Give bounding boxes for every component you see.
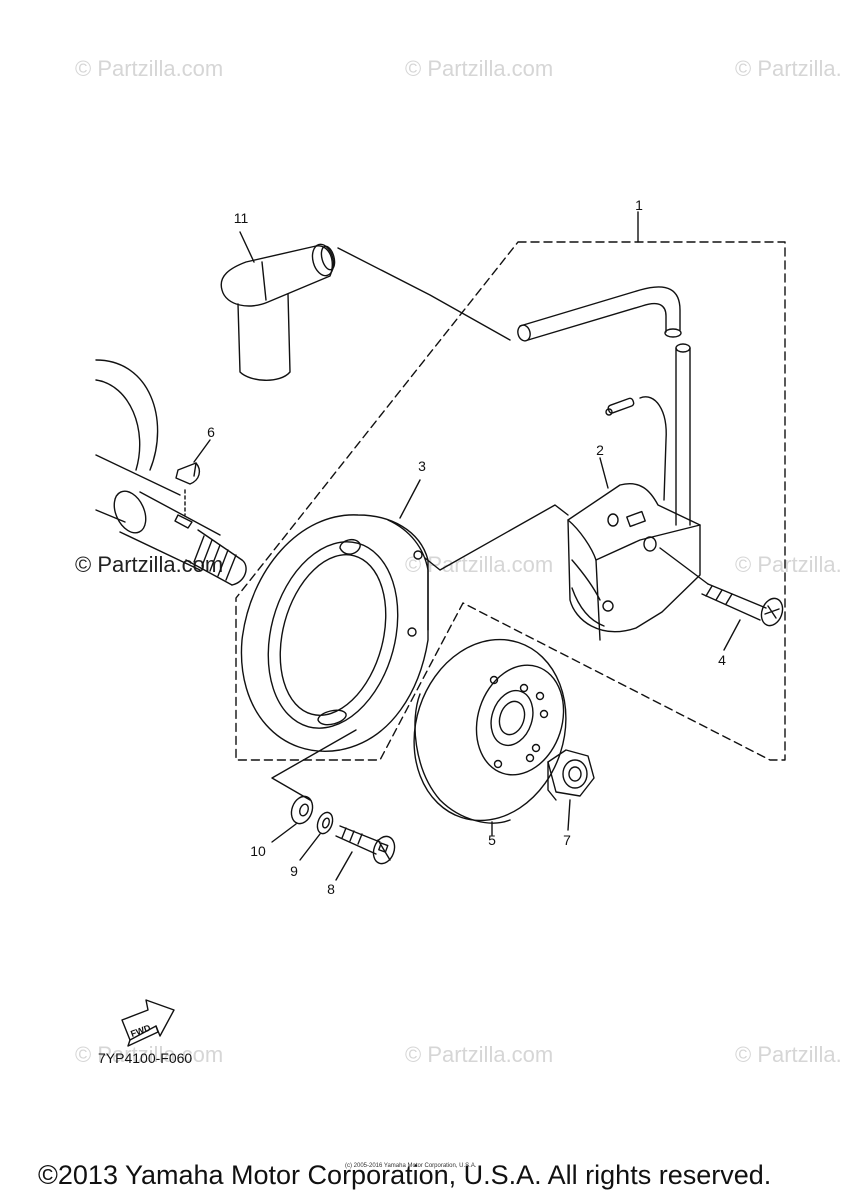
callout-10: 10 [250, 843, 266, 859]
watermark-top-center: © Partzilla.com [405, 56, 554, 81]
spring-washer-9 [316, 811, 334, 835]
bolt-8 [335, 825, 396, 865]
callout-11: 11 [234, 210, 249, 226]
watermark-mid-right: © Partzilla.com [735, 552, 842, 577]
spark-plug-cap-11 [220, 243, 336, 381]
watermark-mid-center: © Partzilla.com [405, 552, 554, 577]
washer-10 [290, 795, 314, 825]
ignition-coil-2 [567, 483, 701, 641]
woodruff-key-6 [175, 462, 201, 485]
callout-5: 5 [488, 832, 496, 848]
watermark-mid-left: © Partzilla.com [75, 552, 224, 577]
screw-4 [701, 583, 784, 627]
nut-7 [547, 749, 595, 801]
callout-1: 1 [635, 197, 643, 213]
assembly-boundary-1 [235, 241, 786, 761]
crankshaft [95, 359, 247, 586]
footer-copyright: ©2013 Yamaha Motor Corporation, U.S.A. A… [38, 1160, 772, 1190]
watermark-bottom-left: © Partzilla.com [75, 1042, 224, 1067]
fwd-arrow-icon [121, 999, 175, 1047]
callout-9: 9 [290, 863, 298, 879]
callout-7: 7 [563, 832, 571, 848]
small-copyright: (c) 2005-2016 Yamaha Motor Corporation, … [345, 1163, 477, 1169]
reference-code: 7YP4100-F060 [98, 1050, 193, 1066]
callout-8: 8 [327, 881, 335, 897]
watermark-bottom-right: © Partzilla.com [735, 1042, 842, 1067]
watermark-bottom-center: © Partzilla.com [405, 1042, 554, 1067]
callout-3: 3 [418, 458, 426, 474]
watermark-top-right: © Partzilla.com [735, 56, 842, 81]
stator-plate-3 [240, 514, 429, 752]
flywheel-rotor-5 [413, 638, 567, 824]
callout-2: 2 [596, 442, 604, 458]
wire-terminal [605, 397, 635, 416]
high-tension-lead [517, 286, 691, 526]
callout-4: 4 [718, 652, 726, 668]
watermark-top-left: © Partzilla.com [75, 56, 224, 81]
callout-6: 6 [207, 424, 215, 440]
